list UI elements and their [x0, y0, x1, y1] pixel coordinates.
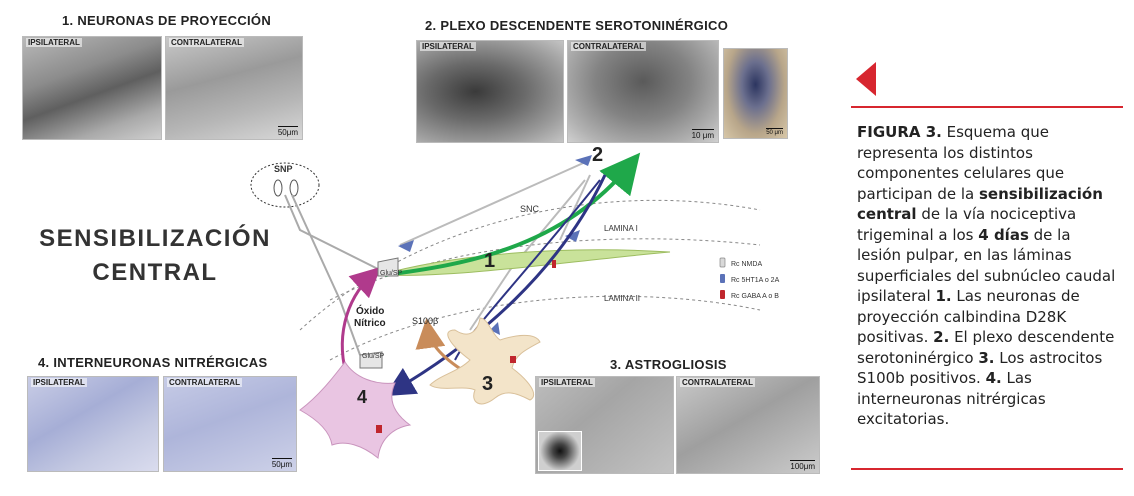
panel-3-title: 3. ASTROGLIOSIS [610, 357, 727, 372]
serotonin-terminal-top [575, 155, 592, 166]
panel-1-scale-bar: 50μm [277, 126, 298, 137]
afferent-fiber-2 [291, 194, 361, 356]
lamina-boundary-lower [329, 295, 761, 361]
descending-fiber-1 [399, 159, 591, 246]
marker-number-2: 2 [592, 144, 603, 166]
figure-caption: FIGURA 3. Esquema que representa los dis… [857, 122, 1119, 430]
caption-text-1: Esquema que representa los distintos com… [857, 123, 1065, 203]
astrocyte-3 [429, 317, 541, 405]
receptor-legend: Rc NMDA Rc 5HT1A o 2A Rc GABA A o B [719, 257, 780, 300]
gaba-receptor-astrocyte [510, 356, 516, 363]
lamina-i-label: LAMINA I [604, 224, 638, 233]
panel-2-inset-scale-bar: 50 μm [766, 128, 783, 136]
glu-sp-bottom-label: Glu/SP [362, 353, 385, 360]
caption-bold-6: 4. [985, 369, 1002, 387]
serotonin-terminal-lamina [565, 230, 580, 242]
nitric-oxide-label-1: Óxido [356, 304, 384, 317]
lamina-boundary-middle [329, 238, 761, 301]
panel-1-contralateral-photo: CONTRALATERAL 50μm [165, 36, 303, 140]
nitric-oxide-label-2: Nítrico [354, 318, 386, 329]
glu-sp-top-label: Glu/SP [380, 270, 403, 277]
snp-cell-right [289, 179, 299, 197]
descending-fiber-2 [559, 174, 591, 241]
panel-3-contralateral-tag: CONTRALATERAL [680, 378, 755, 387]
panel-2-contralateral-photo: CONTRALATERAL 10 μm [567, 40, 719, 143]
panel-3-ipsilateral-tag: IPSILATERAL [539, 378, 595, 387]
panel-4-scale-bar: 50μm [271, 458, 292, 469]
main-title-line-2: CENTRAL [92, 259, 218, 286]
caption-bold-1: sensibilización central [857, 184, 1103, 224]
panel-2-contralateral-tag: CONTRALATERAL [571, 42, 646, 51]
marker-number-3: 3 [482, 373, 493, 395]
panel-2-scale-bar: 10 μm [691, 129, 714, 140]
caption-text-3: de la lesión pulpar, en las láminas supe… [857, 225, 1116, 306]
serotonin-terminal-left [398, 240, 414, 252]
panel-1-ipsilateral-photo: IPSILATERAL [22, 36, 162, 140]
glu-sp-terminal-bottom [359, 351, 383, 369]
snp-cell-left [273, 179, 283, 197]
interneuron-4 [299, 361, 412, 459]
panel-3-ipsilateral-photo: IPSILATERAL [535, 376, 674, 474]
legend-swatch-5ht [720, 274, 725, 283]
main-title-line-1: SENSIBILIZACIÓN [39, 225, 271, 252]
panel-4-title: 4. INTERNEURONAS NITRÉRGICAS [38, 355, 268, 370]
caption-top-rule [851, 106, 1123, 108]
caption-text-6: Los astrocitos S100b positivos. [857, 348, 1103, 388]
descending-fiber-3 [469, 179, 586, 331]
marker-number-4: 4 [357, 387, 367, 407]
main-title: SENSIBILIZACIÓN CENTRAL [30, 222, 280, 290]
panel-3-scale-bar: 100μm [790, 460, 815, 471]
snc-label: SNC [520, 204, 540, 214]
panel-4-contralateral-tag: CONTRALATERAL [167, 378, 242, 387]
gaba-receptor-neuron-1 [552, 260, 556, 268]
marker-number-1: 1 [484, 250, 495, 272]
panel-4-ipsilateral-photo: IPSILATERAL [27, 376, 159, 472]
caption-bold-5: 3. [978, 348, 995, 367]
caption-bold-4: 2. [933, 328, 950, 346]
panel-3-contralateral-photo: CONTRALATERAL 100μm [676, 376, 820, 474]
legend-label-5ht: Rc 5HT1A o 2A [731, 277, 780, 284]
panel-2-title: 2. PLEXO DESCENDENTE SEROTONINÉRGICO [425, 18, 729, 33]
lamina-ii-label: LAMINA II [604, 294, 640, 303]
gaba-receptor-interneuron [376, 425, 382, 433]
caption-bold-3: 1. [935, 287, 952, 305]
caption-text-4: Las neuronas de proyección calbindina D2… [857, 287, 1080, 346]
panel-2-inset-photo: 50 μm [723, 48, 788, 139]
panel-1-title: 1. NEURONAS DE PROYECCIÓN [62, 13, 272, 28]
panel-4-ipsilateral-tag: IPSILATERAL [31, 378, 87, 387]
panel-3-astrocyte-inset [538, 431, 582, 471]
legend-swatch-gaba [720, 290, 725, 299]
legend-label-gaba: Rc GABA A o B [731, 293, 779, 300]
caption-triangle-marker [856, 62, 876, 96]
caption-text-2: de la vía nociceptiva trigeminal a los [857, 205, 1077, 244]
projection-neuron-1 [379, 249, 671, 276]
caption-text-5: El plexo descendente serotoninérgico [857, 328, 1115, 367]
panel-2-ipsilateral-tag: IPSILATERAL [420, 42, 476, 51]
legend-label-nmda: Rc NMDA [731, 261, 762, 268]
panel-4-contralateral-photo: CONTRALATERAL 50μm [163, 376, 297, 472]
panel-2-ipsilateral-photo: IPSILATERAL [416, 40, 564, 143]
projection-arrow-green [384, 152, 641, 277]
snp-label: SNP [274, 164, 293, 174]
panel-1-contralateral-tag: CONTRALATERAL [169, 38, 244, 47]
snp-ganglion-outline [250, 162, 320, 208]
serotonergic-arrow-navy [384, 174, 607, 397]
glu-sp-terminal-top [377, 257, 399, 277]
panel-1-ipsilateral-tag: IPSILATERAL [26, 38, 82, 47]
caption-figure-label: FIGURA 3. [857, 123, 942, 141]
caption-bottom-rule [851, 468, 1123, 470]
serotonin-terminal-astro [490, 322, 500, 335]
caption-text-7: Las interneuronas nitrérgicas excitatori… [857, 369, 1046, 428]
afferent-fiber-1 [284, 194, 381, 271]
s100-label: S100β [412, 316, 438, 326]
legend-swatch-nmda [719, 257, 726, 268]
caption-bold-2: 4 días [978, 225, 1029, 244]
